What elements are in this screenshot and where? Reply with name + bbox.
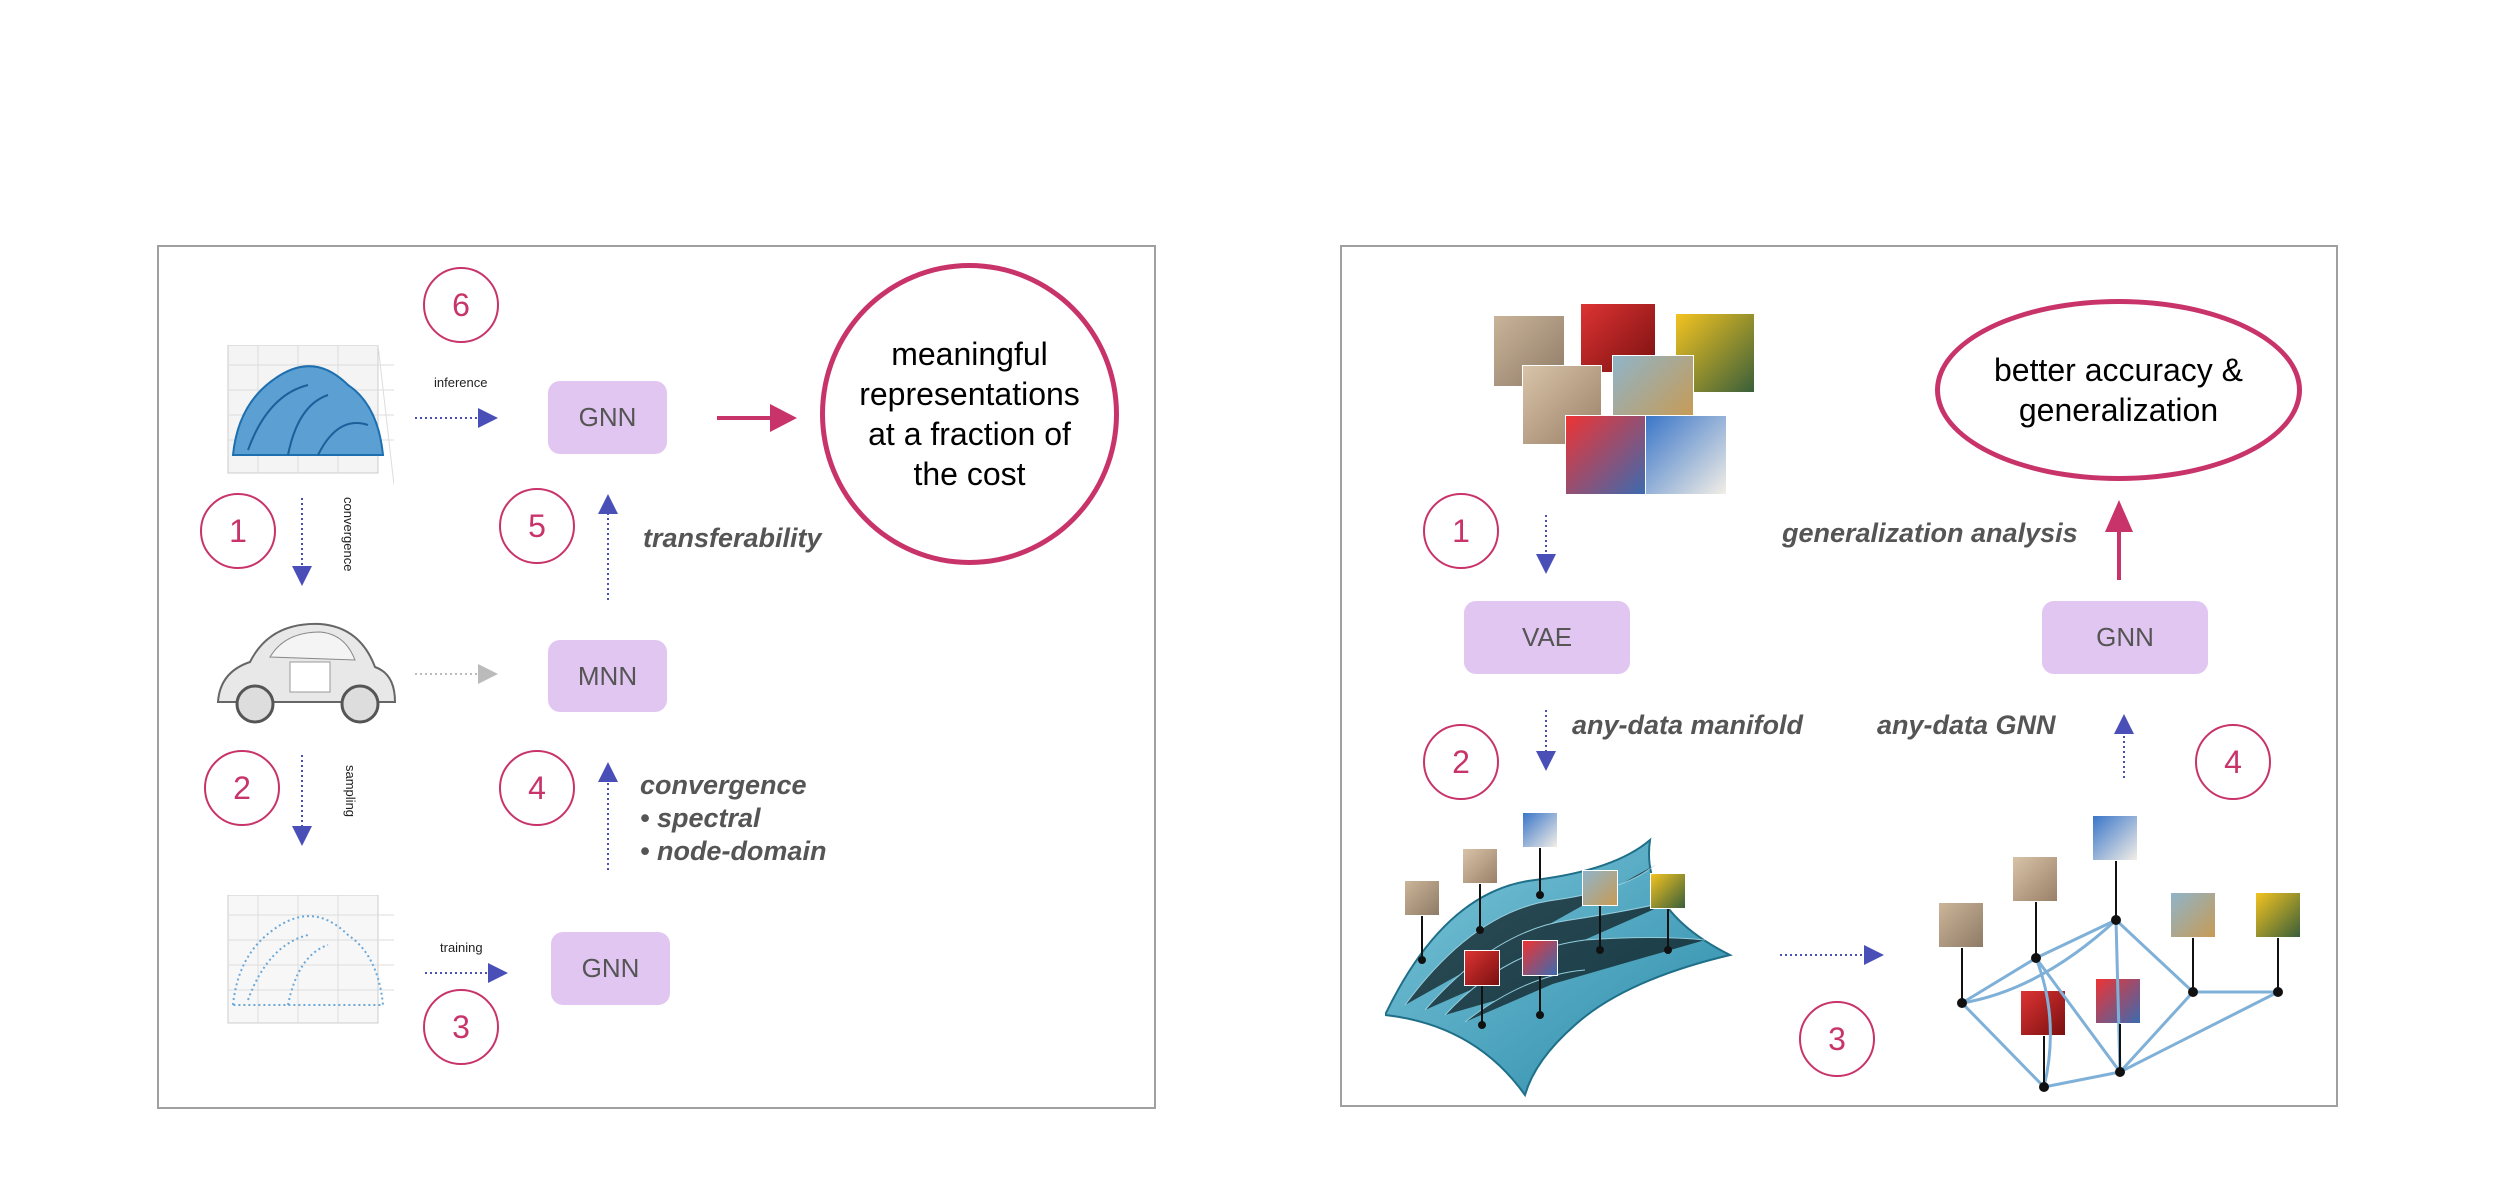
manifold-cat-thumb-2 — [1462, 848, 1498, 884]
vae-node: VAE — [1464, 601, 1630, 674]
graph-cat-thumb-2 — [2012, 856, 2058, 902]
manifold-boat-thumb — [1582, 870, 1618, 906]
training-label: training — [440, 940, 483, 955]
manifold-yellow-car-thumb — [1650, 873, 1686, 909]
step-1-badge: 1 — [1423, 493, 1499, 569]
step-4-badge: 4 — [2195, 724, 2271, 800]
graph-boat-thumb — [2170, 892, 2216, 938]
left-result-text: meaningful representations at a fraction… — [859, 336, 1080, 492]
step-3-badge: 3 — [1799, 1001, 1875, 1077]
node-domain-annotation: • node-domain — [640, 836, 827, 866]
step-4-badge: 4 — [499, 750, 575, 826]
any-data-manifold-annotation: any-data manifold — [1572, 710, 1804, 740]
right-result-text: better accuracy & generalization — [1994, 352, 2243, 428]
sparse-point-cloud-image — [227, 895, 394, 1024]
car-model-image — [216, 622, 397, 724]
any-data-gnn-annotation: any-data GNN — [1877, 710, 2056, 740]
spectral-annotation: • spectral — [640, 803, 761, 833]
image-collage — [1490, 303, 1760, 498]
generalization-analysis-annotation: generalization analysis — [1782, 518, 2078, 548]
right-result-ellipse: better accuracy & generalization — [1935, 299, 2302, 481]
gnn-node: GNN — [2042, 601, 2208, 674]
manifold-surface — [1385, 837, 1733, 1098]
boat-image — [1612, 355, 1694, 417]
transferability-annotation: transferability — [643, 523, 822, 553]
graph-yellow-car-thumb — [2255, 892, 2301, 938]
sampling-label: sampling — [343, 765, 358, 818]
graph-red-car-thumb — [2095, 978, 2141, 1024]
graph-dog-thumb — [2092, 815, 2138, 861]
step-6-badge: 6 — [423, 267, 499, 343]
gnn-bottom-node: GNN — [551, 932, 670, 1005]
dog-image — [1645, 415, 1727, 495]
step-1-badge: 1 — [200, 493, 276, 569]
red-car-image — [1565, 415, 1647, 495]
step-2-badge: 2 — [1423, 724, 1499, 800]
convergence-annotation: convergence — [640, 770, 807, 800]
gnn-top-node: GNN — [548, 381, 667, 454]
graph-cat-thumb — [1938, 902, 1984, 948]
step-5-badge: 5 — [499, 488, 575, 564]
manifold-dog-thumb — [1522, 812, 1558, 848]
convergence-label: convergence — [341, 497, 356, 572]
manifold-cat-thumb — [1404, 880, 1440, 916]
mnn-node: MNN — [548, 640, 667, 712]
manifold-red-car-thumb — [1522, 940, 1558, 976]
inference-label: inference — [434, 375, 488, 390]
step-2-badge: 2 — [204, 750, 280, 826]
graph-firetruck-thumb — [2020, 990, 2066, 1036]
left-result-ellipse: meaningful representations at a fraction… — [820, 263, 1119, 565]
step-3-badge: 3 — [423, 989, 499, 1065]
manifold-firetruck-thumb — [1464, 950, 1500, 986]
dense-point-cloud-image — [227, 345, 394, 485]
